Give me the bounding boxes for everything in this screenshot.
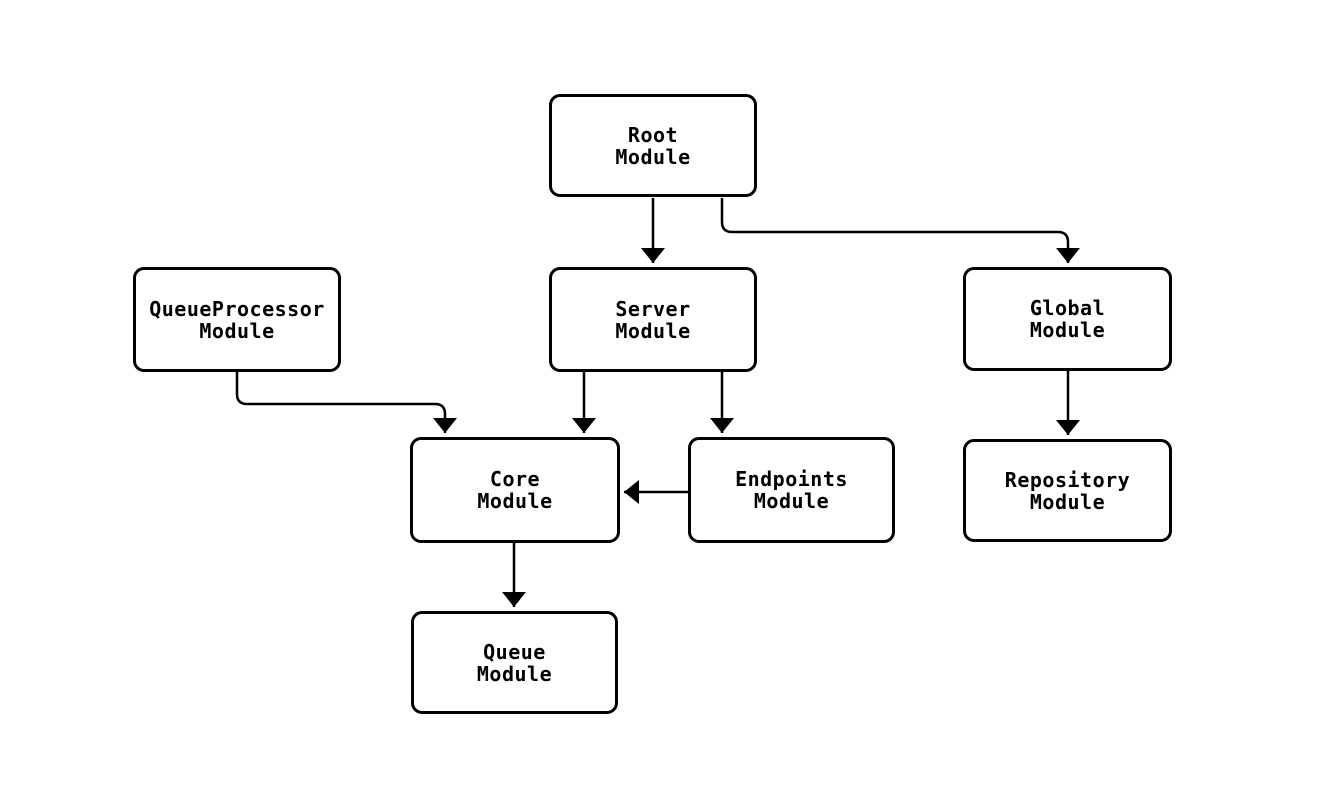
node-endpoints-module-label: Endpoints Module xyxy=(735,467,848,513)
node-server-module: Server Module xyxy=(549,267,757,372)
node-root-module-label: Root Module xyxy=(615,122,691,169)
edge-root-to-global xyxy=(720,198,1080,263)
node-queueprocessor-module-label: QueueProcessor Module xyxy=(149,296,325,343)
node-server-module-label: Server Module xyxy=(615,296,691,343)
edge-queueprocessor-to-core xyxy=(235,372,457,433)
node-core-module-label: Core Module xyxy=(477,467,553,513)
node-repository-module: Repository Module xyxy=(963,439,1172,542)
node-repository-module-label: Repository Module xyxy=(1004,467,1131,514)
node-global-module-label: Global Module xyxy=(1029,296,1106,342)
node-queue-module-label: Queue Module xyxy=(476,639,553,686)
node-global-module: Global Module xyxy=(963,267,1172,371)
node-queueprocessor-module: QueueProcessor Module xyxy=(133,267,341,372)
node-root-module: Root Module xyxy=(549,94,757,197)
node-endpoints-module: Endpoints Module xyxy=(688,437,895,543)
node-core-module: Core Module xyxy=(410,437,620,543)
node-queue-module: Queue Module xyxy=(411,611,618,714)
